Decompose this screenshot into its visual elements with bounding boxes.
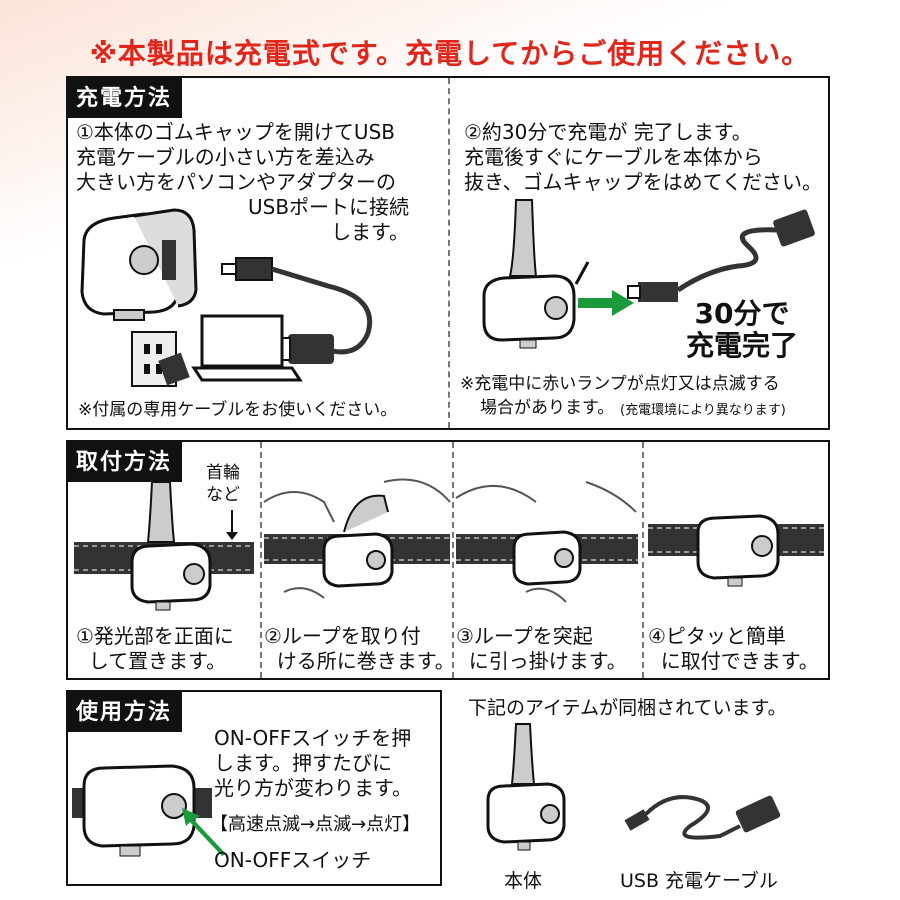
attach-title: 取付方法 [66,440,183,482]
attach-step3-illustration [455,481,638,603]
charge-divider [448,78,450,428]
device-charging-illustration [80,208,198,321]
attach-section: 取付方法 首輪 など [66,440,830,680]
charge-section: 充電方法 ①本体のゴムキャップを開けてUSB 充電ケーブルの小さい方を差込み 大… [66,76,830,430]
cable-note: ※付属の専用ケーブルをお使いください。 [78,400,398,420]
usage-description: ON-OFFスイッチを押 します。押すたびに 光り方が変わります。 [214,726,412,800]
green-arrow-icon [578,290,634,316]
usage-modes: 【高速点滅→点滅→点灯】 [210,814,421,835]
included-body-illustration [486,723,566,851]
usage-title: 使用方法 [66,690,183,732]
collar-label: 首輪 など [206,463,240,505]
charge-complete-badge: 30分で 充電完了 [686,297,799,362]
attach-step4-text: ④ピタッと簡単 に取付できます。 [648,624,819,673]
lamp-note-line1: ※充電中に赤いランプが点灯又は点滅する [460,374,780,394]
charge-step2-text: ②約30分で充電が 完了します。 充電後すぐにケーブルを本体から 抜き、ゴムキャ… [464,120,822,194]
attach-step3-text: ③ループを突起 に引っ掛けます。 [456,624,627,673]
laptop-icon [191,314,303,382]
device-charging-complete-illustration [482,199,590,349]
included-cable-illustration [624,795,781,840]
warning-banner: ※本製品は充電式です。充電してからご使用ください。 [89,37,811,70]
attach-step4-illustration [648,514,824,587]
switch-label: ON-OFFスイッチ [214,848,372,872]
attach-divider-2 [452,442,454,678]
attach-step2-text: ②ループを取り付 ける所に巻きます。 [264,624,455,673]
charge-title: 充電方法 [66,76,183,118]
usb-cable-right [627,209,815,302]
usage-arrow-icon [182,808,226,856]
included-item-body: 本体 [504,870,543,892]
attach-divider-3 [642,442,644,678]
attach-step1-illustration [74,481,254,611]
charge-step1-tail: USBポートに接続 します。 [248,195,410,244]
included-item-cable: USB 充電ケーブル [620,870,778,892]
attach-step2-illustration [263,478,451,599]
outlet-adapter-icon [131,331,190,387]
charge-step1-text: ①本体のゴムキャップを開けてUSB 充電ケーブルの小さい方を差込み 大きい方をパ… [76,120,396,194]
lamp-note-line2: 場合があります。 [480,398,615,418]
lamp-note-line3: (充電環境により異なります) [620,403,786,418]
attach-divider-1 [260,442,262,678]
usage-section: 使用方法 ON-OFFスイッチを押 します。押すたびに 光り方が変わります。 【… [66,690,442,886]
attach-step1-text: ①発光部を正面に して置きます。 [76,624,234,673]
included-heading: 下記のアイテムが同梱されています。 [468,697,787,719]
